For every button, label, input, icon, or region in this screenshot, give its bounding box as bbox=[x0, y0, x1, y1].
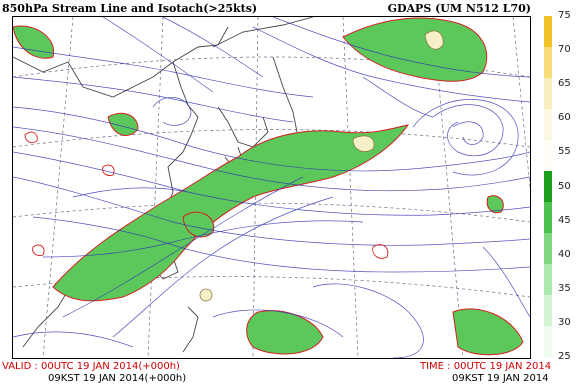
analysis-time-kst: 09KST 19 JAN 2014 bbox=[452, 373, 549, 384]
valid-time-kst: 09KST 19 JAN 2014(+000h) bbox=[48, 373, 187, 384]
color-scale-swatch bbox=[544, 171, 552, 203]
color-scale-bar bbox=[544, 16, 552, 358]
color-scale-label: 65 bbox=[558, 78, 571, 90]
color-scale-label: 40 bbox=[558, 248, 571, 260]
color-scale-label: 50 bbox=[558, 180, 571, 192]
color-scale-label: 45 bbox=[558, 214, 571, 226]
color-scale-swatch bbox=[544, 264, 552, 296]
color-scale-swatch bbox=[544, 326, 552, 358]
color-scale-label: 70 bbox=[558, 44, 571, 56]
color-scale-swatch bbox=[544, 109, 552, 141]
color-scale-swatch bbox=[544, 16, 552, 48]
color-scale-label: 60 bbox=[558, 112, 571, 124]
color-scale-label: 30 bbox=[558, 316, 571, 328]
color-scale-swatch bbox=[544, 47, 552, 79]
color-scale-label: 55 bbox=[558, 146, 571, 158]
model-label: GDAPS (UM N512 L70) bbox=[387, 2, 531, 15]
color-scale-swatch bbox=[544, 295, 552, 327]
color-scale-swatch bbox=[544, 78, 552, 110]
color-scale-swatch bbox=[544, 140, 552, 172]
valid-time-utc: VALID : 00UTC 19 JAN 2014(+000h) bbox=[2, 361, 180, 372]
color-scale-label: 75 bbox=[558, 10, 571, 21]
streamlines bbox=[13, 17, 530, 358]
streamline-map bbox=[13, 17, 530, 358]
color-scale-label: 35 bbox=[558, 282, 571, 294]
chart-title: 850hPa Stream Line and Isotach(>25kts) bbox=[2, 2, 258, 15]
isotach-max bbox=[199, 30, 444, 302]
map-panel bbox=[12, 16, 531, 359]
color-scale-swatch bbox=[544, 233, 552, 265]
color-scale-swatch bbox=[544, 202, 552, 234]
isotach-shading bbox=[13, 17, 524, 356]
isotach-contours bbox=[24, 131, 389, 259]
color-scale-label: 25 bbox=[558, 351, 571, 362]
analysis-time-utc: TIME : 00UTC 19 JAN 2014 bbox=[420, 361, 552, 372]
